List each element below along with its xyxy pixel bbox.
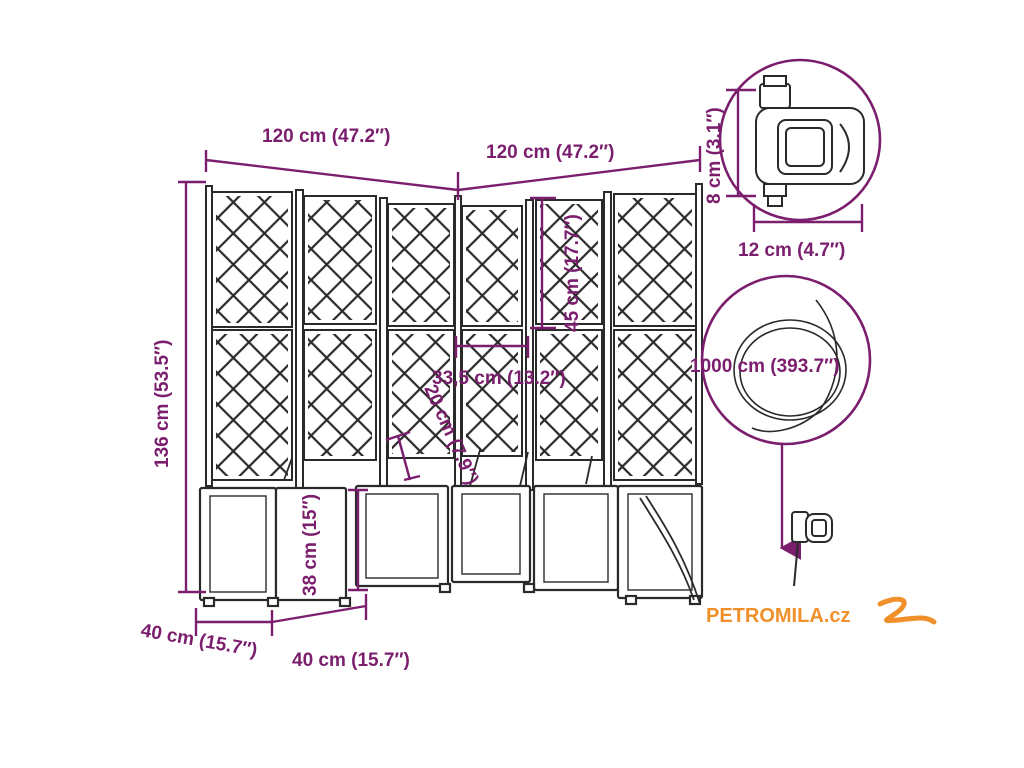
brand-logo: PETROMILA.cz — [706, 596, 937, 627]
label-timer-height: 8 cm (3.1″) — [704, 107, 725, 204]
hose-coil-detail — [700, 274, 872, 587]
logo-text: PETROMILA.cz — [706, 605, 850, 627]
right-trellis — [461, 193, 697, 481]
label-lattice-width: 33,5 cm (13.2″) — [432, 368, 566, 389]
water-timer-detail — [718, 58, 882, 222]
label-box-height: 38 cm (15″) — [300, 494, 321, 596]
label-depth-left: 40 cm (15.7″) — [139, 620, 259, 661]
irrigation-hoses — [283, 449, 701, 605]
left-trellis — [211, 191, 455, 481]
label-width-right: 120 cm (47.2″) — [486, 142, 614, 163]
label-timer-width: 12 cm (4.7″) — [738, 240, 845, 261]
planter-boxes — [198, 484, 704, 608]
dimension-labels: 120 cm (47.2″) 120 cm (47.2″) 136 cm (53… — [139, 107, 845, 671]
label-height-total: 136 cm (53.5″) — [152, 340, 173, 468]
label-width-left: 120 cm (47.2″) — [262, 126, 390, 147]
planter-drawing — [198, 183, 704, 608]
label-hose-length: 1000 cm (393.7″) — [690, 356, 840, 377]
trellis-posts — [205, 183, 703, 491]
wave-swirl-icon — [877, 596, 937, 625]
dimension-lines — [178, 88, 864, 636]
label-depth-right: 40 cm (15.7″) — [292, 650, 410, 671]
label-lattice-height: 45 cm (17.7″) — [562, 214, 583, 332]
